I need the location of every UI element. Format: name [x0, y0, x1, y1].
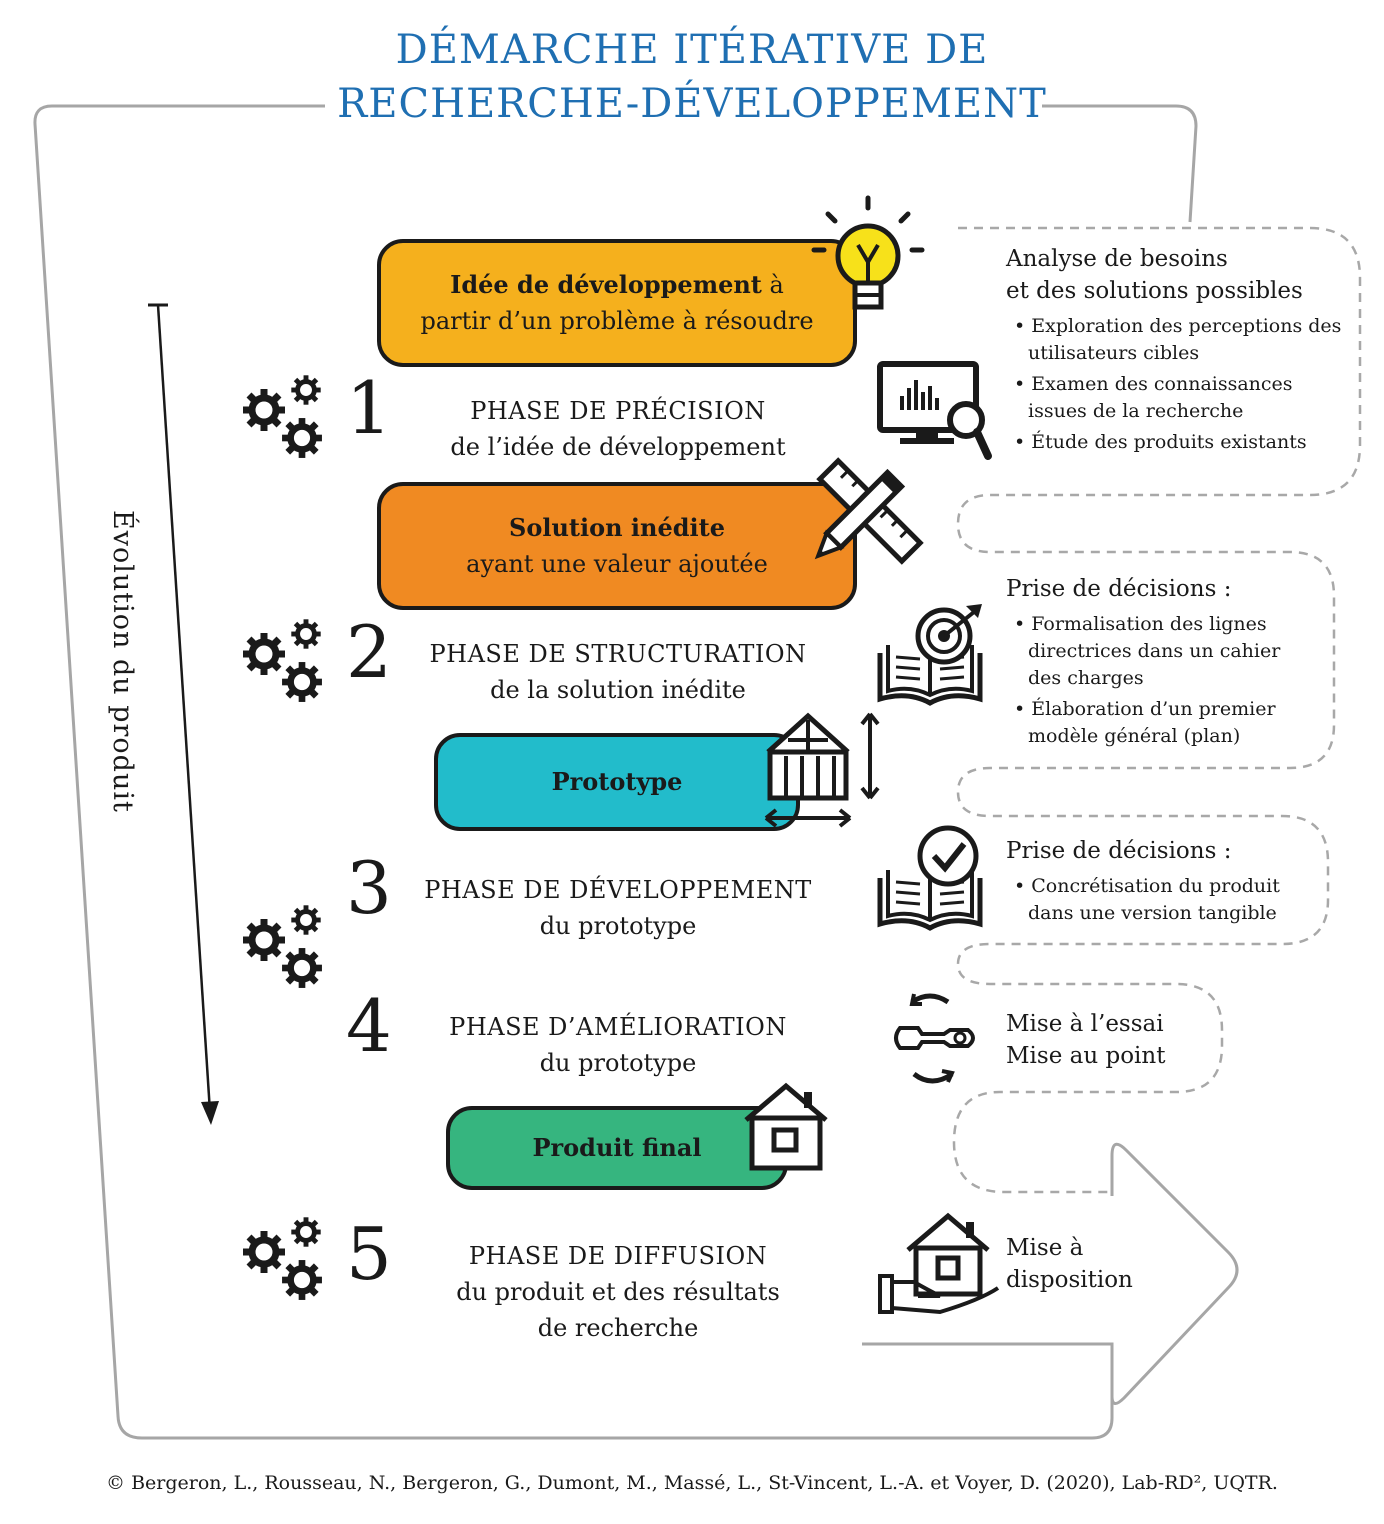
phase-number-5: 5	[346, 1212, 392, 1296]
side-note-1-heading2: et des solutions possibles	[1006, 278, 1303, 304]
idea-bold-text: Idée de développement	[450, 270, 762, 299]
lightbulb-icon	[811, 195, 925, 310]
prototype-box: Prototype	[434, 733, 800, 831]
final-product-box: Produit final	[446, 1106, 788, 1190]
side-note-4: Mise à l’essai Mise au point	[1006, 1008, 1206, 1072]
phase-number-4: 4	[346, 984, 392, 1068]
house-hand-icon	[878, 1212, 1000, 1315]
phase-3-subtitle: du prototype	[539, 912, 697, 940]
analytics-monitor-icon	[877, 361, 992, 460]
diagram-title-line2: RECHERCHE-DÉVELOPPEMENT	[337, 81, 1047, 127]
phase-number-1: 1	[346, 366, 392, 450]
gears-icon	[243, 905, 322, 988]
wrench-cycle-icon	[894, 993, 975, 1084]
final-product-label: Produit final	[532, 1133, 702, 1162]
side-note-5-line2: disposition	[1006, 1267, 1133, 1293]
side-note-2-list: Formalisation des lignes directrices dan…	[1006, 611, 1318, 750]
phase-3-title: PHASE DE DÉVELOPPEMENT	[424, 876, 812, 904]
side-note-2-bullet: Élaboration d’un premier modèle général …	[1006, 696, 1318, 750]
side-note-4-line2: Mise au point	[1006, 1043, 1166, 1069]
phase-1-subtitle: de l’idée de développement	[450, 433, 786, 461]
solution-box: Solution inédite ayant une valeur ajouté…	[377, 482, 857, 610]
credit-line: © Bergeron, L., Rousseau, N., Bergeron, …	[106, 1472, 1278, 1494]
side-note-1-bullet: Examen des connaissances issues de la re…	[1006, 371, 1346, 425]
house-icon	[744, 1082, 828, 1171]
prototype-label: Prototype	[551, 767, 683, 796]
side-note-1-bullet: Étude des produits existants	[1006, 429, 1346, 456]
phase-5-subtitle: du produit et des résultats	[456, 1278, 780, 1306]
side-note-1-list: Exploration des perceptions des utilisat…	[1006, 313, 1346, 456]
side-note-3-bullet: Concrétisation du produit dans une versi…	[1006, 873, 1312, 927]
idea-rest-text: à	[761, 271, 784, 299]
prototype-house-icon	[764, 712, 880, 828]
phase-number-3: 3	[346, 846, 392, 930]
side-note-3: Prise de décisions : Concrétisation du p…	[1006, 835, 1312, 931]
phase-4-title: PHASE D’AMÉLIORATION	[449, 1013, 787, 1041]
solution-line1: Solution inédite	[508, 513, 725, 542]
solution-line2: ayant une valeur ajoutée	[466, 550, 768, 578]
side-note-3-heading: Prise de décisions :	[1006, 838, 1232, 864]
gears-icon	[243, 375, 322, 458]
side-note-2-heading: Prise de décisions :	[1006, 576, 1232, 602]
phase-1-title: PHASE DE PRÉCISION	[470, 397, 766, 425]
side-note-1-heading: Analyse de besoins	[1006, 246, 1228, 272]
side-note-5: Mise à disposition	[1006, 1232, 1186, 1296]
phase-2-text: PHASE DE STRUCTURATION de la solution in…	[398, 636, 838, 708]
book-target-icon	[880, 604, 982, 703]
phase-5-subtitle-2: de recherche	[537, 1314, 699, 1342]
gears-icon	[243, 1217, 322, 1300]
gears-icon	[243, 619, 322, 702]
diagram-title-line1: DÉMARCHE ITÉRATIVE DE	[395, 27, 989, 73]
idea-box: Idée de développement à partir d’un prob…	[377, 239, 857, 367]
phase-2-title: PHASE DE STRUCTURATION	[429, 640, 807, 668]
book-check-icon	[880, 825, 980, 928]
side-note-3-list: Concrétisation du produit dans une versi…	[1006, 873, 1312, 927]
ruler-pencil-icon	[814, 457, 924, 565]
phase-4-subtitle: du prototype	[539, 1049, 697, 1077]
side-note-1-bullet: Exploration des perceptions des utilisat…	[1006, 313, 1346, 367]
side-note-2: Prise de décisions : Formalisation des l…	[1006, 573, 1318, 754]
phase-5-text: PHASE DE DIFFUSION du produit et des rés…	[398, 1238, 838, 1346]
phase-2-subtitle: de la solution inédite	[490, 676, 746, 704]
side-note-4-line1: Mise à l’essai	[1006, 1011, 1164, 1037]
idea-line2: partir d’un problème à résoudre	[420, 307, 814, 335]
side-note-2-bullet: Formalisation des lignes directrices dan…	[1006, 611, 1318, 692]
phase-3-text: PHASE DE DÉVELOPPEMENT du prototype	[398, 872, 838, 944]
phase-number-2: 2	[346, 610, 392, 694]
phase-4-text: PHASE D’AMÉLIORATION du prototype	[398, 1009, 838, 1081]
side-note-1: Analyse de besoins et des solutions poss…	[1006, 243, 1346, 460]
side-note-5-line1: Mise à	[1006, 1235, 1084, 1261]
phase-1-text: PHASE DE PRÉCISION de l’idée de développ…	[408, 393, 828, 465]
phase-5-title: PHASE DE DIFFUSION	[468, 1242, 768, 1270]
